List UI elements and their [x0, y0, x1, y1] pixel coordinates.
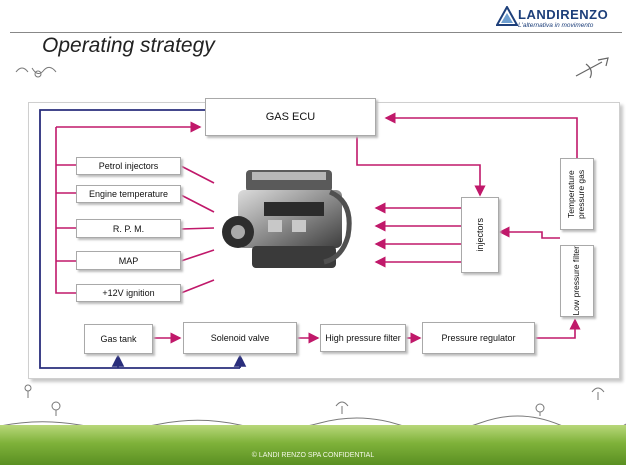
bird-doodle-icon	[15, 66, 57, 78]
gas-ecu-box: GAS ECU	[205, 98, 376, 136]
brand-tagline: L'alternativa in movimento	[518, 22, 594, 29]
map-box: MAP	[76, 251, 181, 270]
landirenzo-logo-icon	[496, 6, 518, 26]
low-pressure-filter-label: Low pressure filter	[571, 246, 582, 316]
low-pressure-filter-box: Low pressure filter	[560, 245, 594, 317]
petrol-injectors-box: Petrol injectors	[76, 157, 181, 175]
rpm-box: R. P. M.	[76, 219, 181, 238]
flower-doodles	[0, 415, 626, 428]
temperature-pressure-gas-box: Temperature pressure gas	[560, 158, 594, 230]
ignition-12v-box: +12V ignition	[76, 284, 181, 302]
grass-band	[0, 425, 626, 465]
solenoid-valve-box: Solenoid valve	[183, 322, 297, 354]
page-title: Operating strategy	[42, 34, 215, 57]
injectors-label: injectors	[474, 218, 485, 252]
injectors-box: injectors	[461, 197, 499, 273]
gas-tank-box: Gas tank	[84, 324, 153, 354]
header-divider	[10, 32, 622, 33]
plant-doodles-icon	[24, 384, 605, 416]
engine-illustration	[222, 170, 352, 268]
brand-logo-text: LANDIRENZO	[518, 7, 609, 22]
high-pressure-filter-box: High pressure filter	[320, 324, 406, 352]
confidential-footer: © LANDI RENZO SPA CONFIDENTIAL	[251, 452, 375, 459]
pressure-regulator-box: Pressure regulator	[422, 322, 535, 354]
engine-temperature-box: Engine temperature	[76, 185, 181, 203]
temperature-pressure-gas-label: Temperature pressure gas	[566, 169, 586, 219]
plane-doodle-icon	[575, 57, 609, 79]
